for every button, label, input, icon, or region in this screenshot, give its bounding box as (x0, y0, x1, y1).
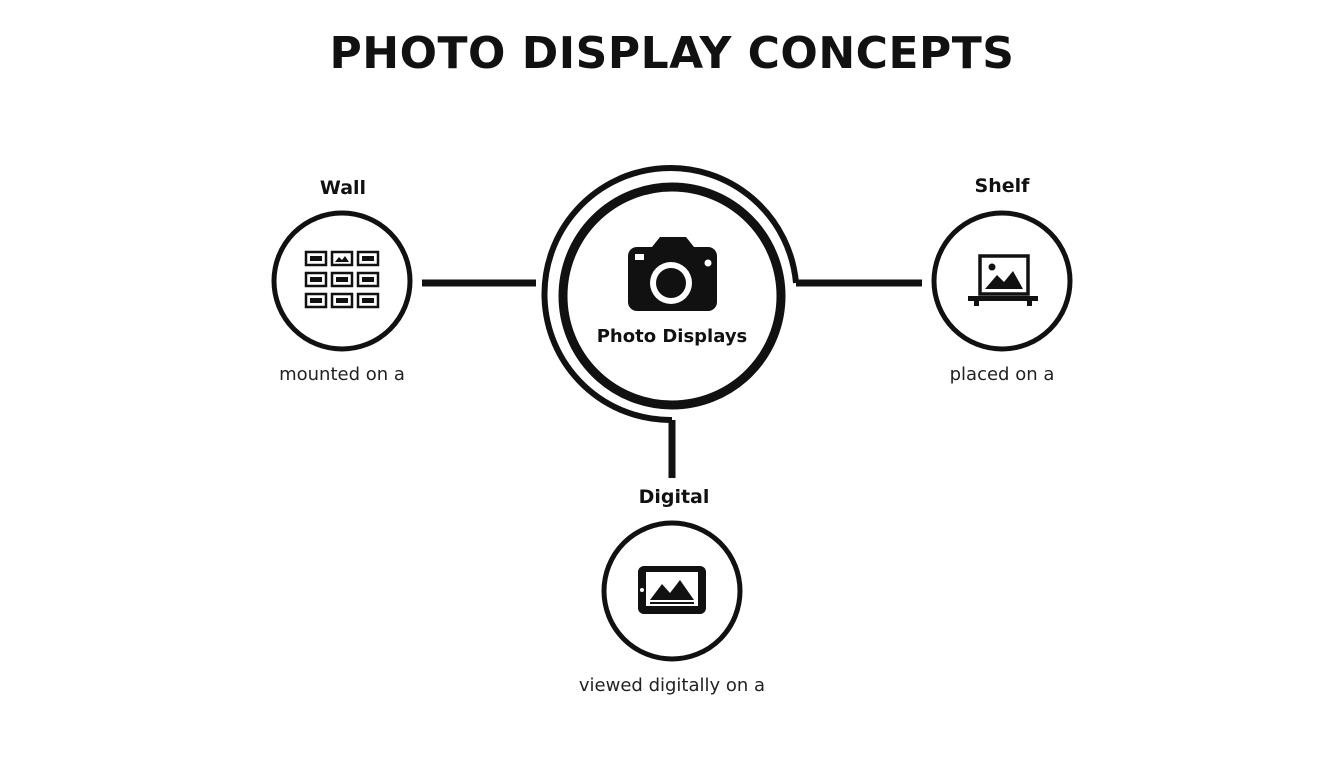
page-title: PHOTO DISPLAY CONCEPTS (329, 28, 1015, 79)
wall-node-title: Wall (319, 177, 367, 199)
tablet-photo-icon (638, 566, 706, 614)
wall-node (271, 210, 413, 352)
shelf-node (931, 210, 1073, 352)
camera-icon (628, 237, 717, 311)
digital-node (601, 520, 743, 662)
digital-node-caption: viewed digitally on a (578, 675, 766, 696)
central-hub-outer-ring (541, 165, 799, 424)
framed-photo-on-shelf-icon (968, 254, 1038, 306)
central-hub (541, 165, 799, 424)
digital-node-title: Digital (638, 486, 710, 508)
center-node-label: Photo Displays (596, 326, 748, 347)
shelf-node-caption: placed on a (949, 364, 1055, 385)
shelf-node-title: Shelf (974, 175, 1030, 197)
photo-grid-icon (304, 250, 380, 309)
wall-node-caption: mounted on a (279, 364, 405, 385)
